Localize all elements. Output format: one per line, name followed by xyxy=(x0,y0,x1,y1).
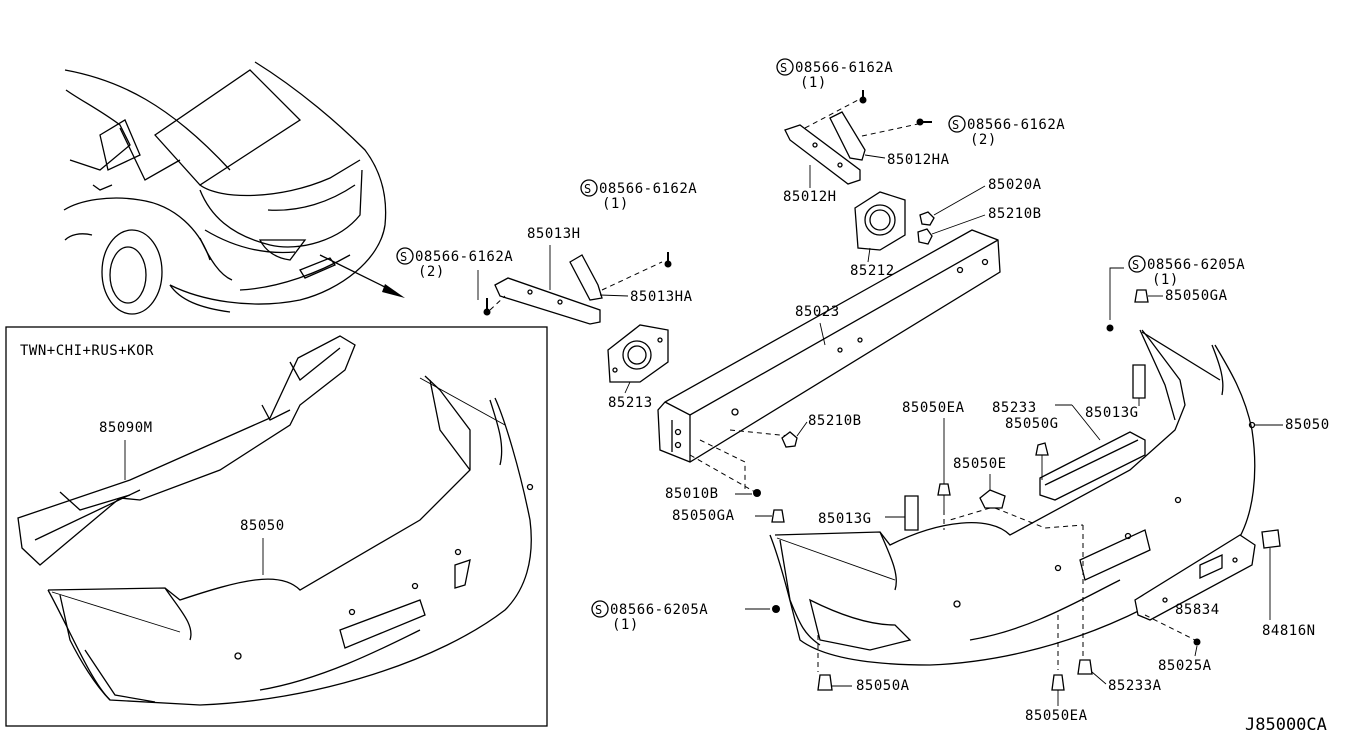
inset-label-85050: 85050 xyxy=(240,518,285,534)
label-85023: 85023 xyxy=(795,304,840,320)
nut-85210B-mid xyxy=(781,431,798,448)
label-85213: 85213 xyxy=(608,395,653,411)
screw-callout-s3: S 08566-6162A (1) xyxy=(776,58,893,104)
label-85210B-top: 85210B xyxy=(988,206,1042,222)
clip-85050EA-top xyxy=(937,483,951,510)
screw-callout-s5: S 08566-6205A (1) xyxy=(1106,255,1245,332)
label-85050GA-left: 85050GA xyxy=(672,508,735,524)
label-85050G: 85050G xyxy=(1005,416,1059,432)
cap-84816N xyxy=(1261,529,1281,549)
svg-text:08566-6162A: 08566-6162A xyxy=(795,60,893,76)
svg-text:08566-6205A: 08566-6205A xyxy=(610,602,708,618)
label-85050: 85050 xyxy=(1285,417,1330,433)
svg-text:(1): (1) xyxy=(612,617,639,633)
bracket-85213 xyxy=(607,324,669,383)
screw-callout-s4: S 08566-6162A (2) xyxy=(916,115,1065,148)
nut-85020A xyxy=(919,211,935,226)
label-85013G-left: 85013G xyxy=(818,511,872,527)
svg-text:(2): (2) xyxy=(970,132,997,148)
label-85050EA-bottom: 85050EA xyxy=(1025,708,1088,724)
diagram-id: J85000CA xyxy=(1245,715,1327,735)
inset-energy-absorber xyxy=(17,335,356,566)
clip-85050E xyxy=(979,489,1006,509)
svg-text:S: S xyxy=(780,61,787,75)
screw-85025A xyxy=(1193,638,1201,646)
screw-callout-s1: S 08566-6162A (2) xyxy=(396,247,513,316)
screw-callout-s2: S 08566-6162A (1) xyxy=(580,179,697,268)
clip-85233A xyxy=(1077,659,1093,675)
label-85013HA: 85013HA xyxy=(630,289,693,305)
bracket-85012H xyxy=(784,99,919,185)
label-85013G-right: 85013G xyxy=(1085,405,1139,421)
label-85834: 85834 xyxy=(1175,602,1220,618)
clip-85050GA-right xyxy=(1134,289,1149,303)
svg-text:08566-6162A: 08566-6162A xyxy=(599,181,697,197)
reinforcement-85023 xyxy=(657,229,1001,493)
clip-85050A xyxy=(817,674,833,691)
label-85233A: 85233A xyxy=(1108,678,1162,694)
label-85212: 85212 xyxy=(850,263,895,279)
label-85012HA: 85012HA xyxy=(887,152,950,168)
clip-85050GA-left xyxy=(771,509,785,523)
svg-text:S: S xyxy=(595,603,602,617)
svg-text:(1): (1) xyxy=(602,196,629,212)
label-85020A: 85020A xyxy=(988,177,1042,193)
clip-85050EA-bottom xyxy=(1051,674,1065,691)
label-85050A: 85050A xyxy=(856,678,910,694)
bumper-cover-85050 xyxy=(769,329,1256,672)
screw-callout-s6: S 08566-6205A (1) xyxy=(591,600,780,633)
svg-text:(1): (1) xyxy=(800,75,827,91)
svg-text:08566-6205A: 08566-6205A xyxy=(1147,257,1245,273)
label-85050EA-top: 85050EA xyxy=(902,400,965,416)
label-85012H: 85012H xyxy=(783,189,837,205)
svg-text:08566-6162A: 08566-6162A xyxy=(967,117,1065,133)
svg-text:S: S xyxy=(584,182,591,196)
inset-frame xyxy=(5,326,548,727)
svg-text:(2): (2) xyxy=(418,264,445,280)
label-85210B-mid: 85210B xyxy=(808,413,862,429)
svg-text:(1): (1) xyxy=(1152,272,1179,288)
label-85013H: 85013H xyxy=(527,226,581,242)
label-85010B: 85010B xyxy=(665,486,719,502)
bracket-85013H xyxy=(489,254,663,325)
label-85050E: 85050E xyxy=(953,456,1007,472)
bolt-85010B xyxy=(753,489,761,497)
label-85233: 85233 xyxy=(992,400,1037,416)
inset-label: TWN+CHI+RUS+KOR xyxy=(20,343,154,359)
pad-85013G-left xyxy=(904,495,919,531)
svg-text:S: S xyxy=(1132,258,1139,272)
bracket-85212 xyxy=(854,191,906,251)
svg-text:S: S xyxy=(400,250,407,264)
label-85050GA-right: 85050GA xyxy=(1165,288,1228,304)
bracket-85834 xyxy=(1134,534,1256,621)
svg-text:S: S xyxy=(952,118,959,132)
nut-85210B-top xyxy=(917,228,933,245)
label-84816N: 84816N xyxy=(1262,623,1316,639)
car-rear-illustration xyxy=(63,61,405,315)
pad-85013G-right xyxy=(1132,364,1146,399)
bracket-85233 xyxy=(1039,431,1146,501)
svg-text:08566-6162A: 08566-6162A xyxy=(415,249,513,265)
inset-bumper-cover xyxy=(47,375,534,706)
inset-label-85090M: 85090M xyxy=(99,420,153,436)
label-85025A: 85025A xyxy=(1158,658,1212,674)
